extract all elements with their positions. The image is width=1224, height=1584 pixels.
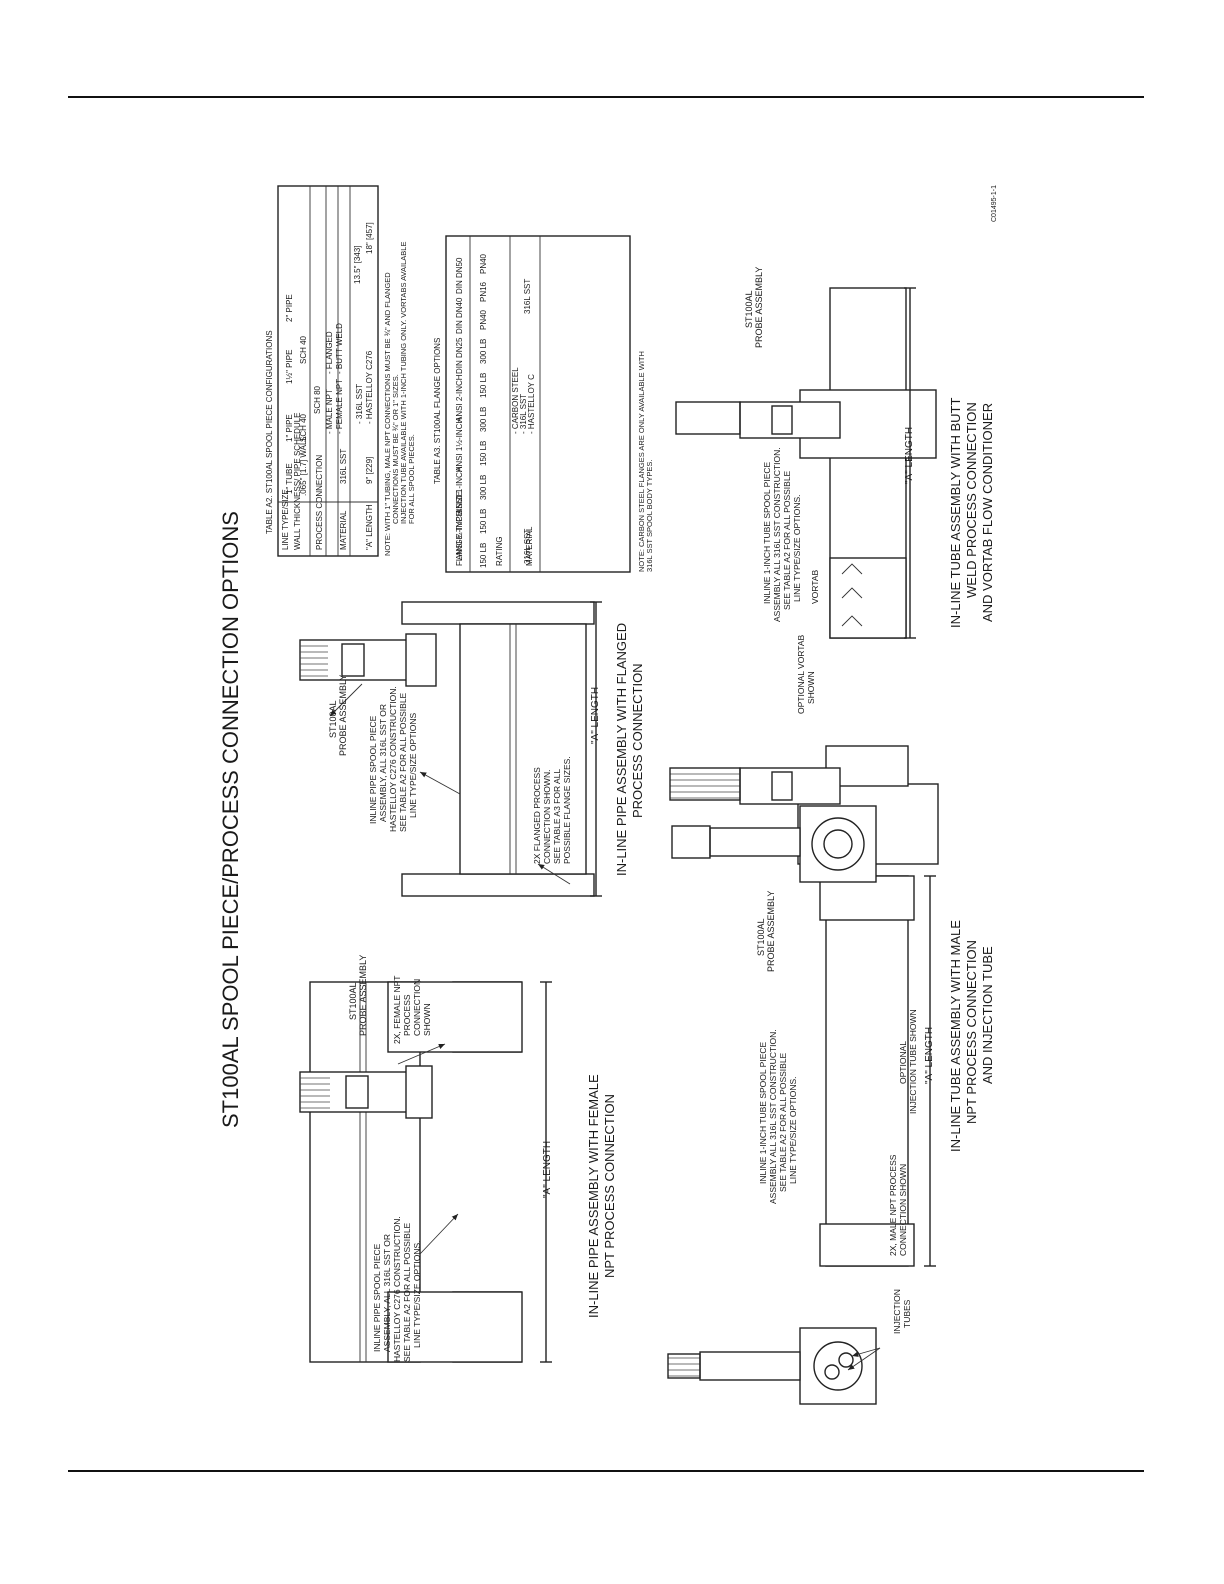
table-a2-header: LINE TYPE/SIZE WALL THICKNESS/ PIPE SCHE…: [281, 410, 374, 550]
table-a3-sizes: ANSI ¾-INCH ANSI 1-INCH ANSI 1½-INCH ANS…: [455, 257, 464, 560]
table-a2-sizes: 1" TUBE 1" PIPE 1½" PIPE 2" PIPE: [285, 294, 294, 494]
butt-vortab-label: OPTIONAL VORTAB SHOWN: [796, 632, 816, 714]
female-caption: IN-LINE PIPE ASSEMBLY WITH FEMALE NPT PR…: [586, 1071, 617, 1318]
header-rule: [68, 96, 1144, 98]
female-probe-label: ST100AL PROBE ASSEMBLY: [348, 955, 368, 1036]
page-title: ST100AL SPOOL PIECE/PROCESS CONNECTION O…: [218, 511, 243, 1128]
butt-spool-label: INLINE 1-INCH TUBE SPOOL PIECE ASSEMBLY …: [762, 445, 802, 622]
male-injection-label: INJECTION TUBES: [892, 1287, 912, 1334]
male-length-label: "A" LENGTH: [924, 1027, 935, 1084]
butt-caption: IN-LINE TUBE ASSEMBLY WITH BUTT WELD PRO…: [948, 394, 995, 628]
drawing-code: C01495-1-1: [991, 185, 998, 222]
flanged-caption: IN-LINE PIPE ASSEMBLY WITH FLANGED PROCE…: [614, 619, 645, 876]
table-a2-lengths: 9" [229] 13.5" [343] 18" [457]: [353, 222, 374, 484]
male-caption: IN-LINE TUBE ASSEMBLY WITH MALE NPT PROC…: [948, 916, 995, 1152]
table-a3-header: FLANGE TYPE/SIZE RATING MATERIAL: [455, 489, 534, 566]
table-a3: TABLE A3. ST100AL FLANGE OPTIONS FLANGE …: [433, 235, 654, 573]
view-female-npt: "A" LENGTH ST100AL PROBE ASSEMBLY 2X, FE…: [299, 955, 617, 1363]
female-conn-label: 2X, FEMALE NPT PROCESS CONNECTION SHOWN: [392, 973, 432, 1044]
table-a2-connections: - MALE NPT - FEMALE NPT - FLANGED - BUTT…: [325, 323, 344, 434]
table-a2-walls: .065" [1.7] WALL SCH 40 SCH 80 SCH 40: [299, 335, 322, 496]
table-a2-note: NOTE: WITH 1" TUBING, MALE NPT CONNECTIO…: [383, 239, 416, 556]
flanged-length-label: "A" LENGTH: [590, 687, 601, 744]
male-spool-label: INLINE 1-INCH TUBE SPOOL PIECE ASSEMBLY …: [758, 1027, 798, 1204]
table-a2-caption: TABLE A2. ST100AL SPOOL PIECE CONFIGURAT…: [265, 330, 274, 534]
female-spool-label: INLINE PIPE SPOOL PIECE ASSEMBLY, ALL 31…: [372, 1214, 422, 1362]
probe-logo: [345, 1075, 369, 1109]
table-a3-note: NOTE: CARBON STEEL FLANGES ARE ONLY AVAI…: [637, 349, 654, 572]
butt-length-label: "A" LENGTH: [904, 427, 915, 484]
table-a2: TABLE A2. ST100AL SPOOL PIECE CONFIGURAT…: [265, 185, 416, 557]
flanged-probe-label: ST100AL PROBE ASSEMBLY: [328, 675, 348, 756]
table-a3-ratings: 150 LB 150 LB 300 LB 150 LB 300 LB 150 L…: [479, 253, 488, 568]
male-optional-label: OPTIONAL INJECTION TUBE SHOWN: [898, 1009, 918, 1114]
view-butt-weld: "A" LENGTH OPTIONAL VORTAB SHOWN VORTAB …: [671, 267, 995, 883]
view-flanged: "A" LENGTH ST100AL PROBE ASSEMBLY INLINE…: [299, 601, 645, 897]
footer-rule: [68, 1470, 1144, 1472]
flanged-flange-label: 2X FLANGED PROCESS CONNECTION SHOWN. SEE…: [532, 756, 572, 864]
butt-vortab-tag: VORTAB: [810, 570, 820, 604]
male-probe-label: ST100AL PROBE ASSEMBLY: [756, 891, 776, 972]
butt-probe-label: ST100AL PROBE ASSEMBLY: [744, 267, 764, 348]
female-length-label: "A" LENGTH: [542, 1141, 553, 1198]
male-npt-label: 2X, MALE NPT PROCESS CONNECTION SHOWN: [888, 1152, 908, 1256]
table-a3-caption: TABLE A3. ST100AL FLANGE OPTIONS: [433, 338, 442, 484]
table-a2-materials: 316L SST - 316L SST - HASTELLOY C276: [339, 350, 374, 484]
view-male-npt: "A" LENGTH INJECTION TUBES ST100AL PROBE…: [667, 745, 995, 1405]
table-a3-materials: 316L SST - CARBON STEEL - 316L SST - HAS…: [511, 279, 536, 564]
flanged-spool-label: INLINE PIPE SPOOL PIECE ASSEMBLY, ALL 31…: [368, 684, 418, 832]
